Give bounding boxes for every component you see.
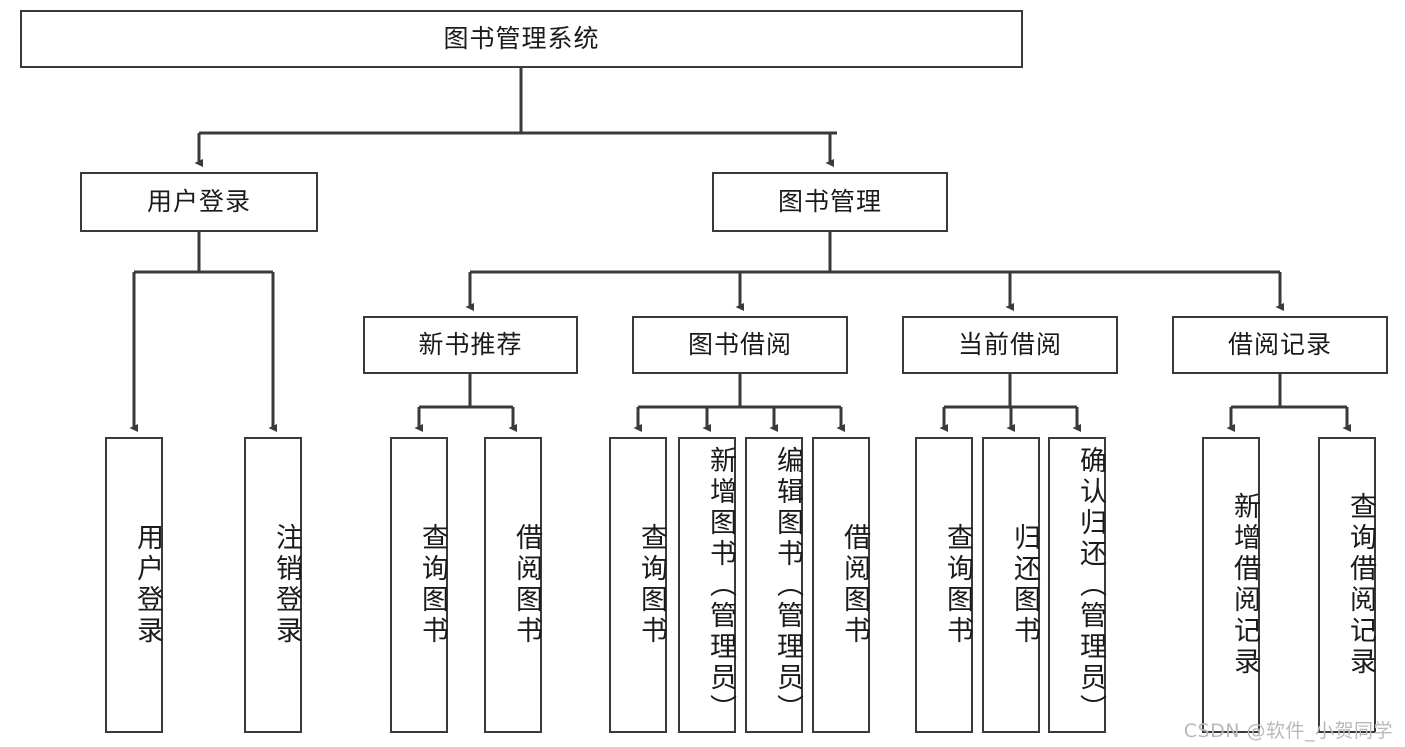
node-leaf-user-logout[interactable]: 注销登录	[244, 437, 302, 733]
node-leaf-borrow-borrow-book-label: 借阅图书	[839, 523, 870, 647]
node-leaf-rec-borrow-book-label: 借阅图书	[511, 523, 542, 647]
node-user-login-label: 用户登录	[146, 187, 251, 216]
node-leaf-rec-borrow-book[interactable]: 借阅图书	[484, 437, 542, 733]
node-leaf-borrow-edit-book-label: 编辑图书（管理员）	[772, 445, 803, 725]
node-book-borrow-label: 图书借阅	[687, 330, 792, 359]
node-leaf-rec-query-record[interactable]: 查询借阅记录	[1318, 437, 1376, 733]
node-leaf-borrow-add-book-label: 新增图书（管理员）	[705, 445, 736, 725]
node-leaf-rec-add-record-label: 新增借阅记录	[1229, 492, 1260, 678]
node-book-manage-label: 图书管理	[777, 187, 882, 216]
node-current-borrow-label: 当前借阅	[957, 330, 1062, 359]
node-leaf-borrow-edit-book[interactable]: 编辑图书（管理员）	[745, 437, 803, 733]
node-leaf-borrow-query-book[interactable]: 查询图书	[609, 437, 667, 733]
node-leaf-rec-add-record[interactable]: 新增借阅记录	[1202, 437, 1260, 733]
node-book-borrow[interactable]: 图书借阅	[632, 316, 848, 374]
node-leaf-cur-confirm-return[interactable]: 确认归还（管理员）	[1048, 437, 1106, 733]
node-leaf-user-login[interactable]: 用户登录	[105, 437, 163, 733]
node-current-borrow[interactable]: 当前借阅	[902, 316, 1118, 374]
node-leaf-cur-query-book[interactable]: 查询图书	[915, 437, 973, 733]
node-leaf-user-logout-label: 注销登录	[271, 523, 302, 647]
node-borrow-record-label: 借阅记录	[1227, 330, 1332, 359]
node-new-book-rec[interactable]: 新书推荐	[363, 316, 578, 374]
node-book-manage[interactable]: 图书管理	[712, 172, 948, 232]
node-root[interactable]: 图书管理系统	[20, 10, 1023, 68]
node-leaf-cur-confirm-return-label: 确认归还（管理员）	[1075, 445, 1106, 725]
watermark-text: CSDN @软件_小贺同学	[1183, 720, 1393, 742]
node-leaf-cur-return-book[interactable]: 归还图书	[982, 437, 1040, 733]
node-leaf-cur-query-book-label: 查询图书	[942, 523, 973, 647]
node-user-login[interactable]: 用户登录	[80, 172, 318, 232]
node-leaf-borrow-query-book-label: 查询图书	[636, 523, 667, 647]
node-borrow-record[interactable]: 借阅记录	[1172, 316, 1388, 374]
node-leaf-user-login-label: 用户登录	[132, 523, 163, 647]
node-new-book-rec-label: 新书推荐	[418, 330, 523, 359]
node-leaf-rec-query-book[interactable]: 查询图书	[390, 437, 448, 733]
node-root-label: 图书管理系统	[443, 24, 600, 53]
node-leaf-borrow-add-book[interactable]: 新增图书（管理员）	[678, 437, 736, 733]
node-leaf-rec-query-record-label: 查询借阅记录	[1345, 492, 1376, 678]
node-leaf-rec-query-book-label: 查询图书	[417, 523, 448, 647]
node-leaf-borrow-borrow-book[interactable]: 借阅图书	[812, 437, 870, 733]
node-leaf-cur-return-book-label: 归还图书	[1009, 523, 1040, 647]
